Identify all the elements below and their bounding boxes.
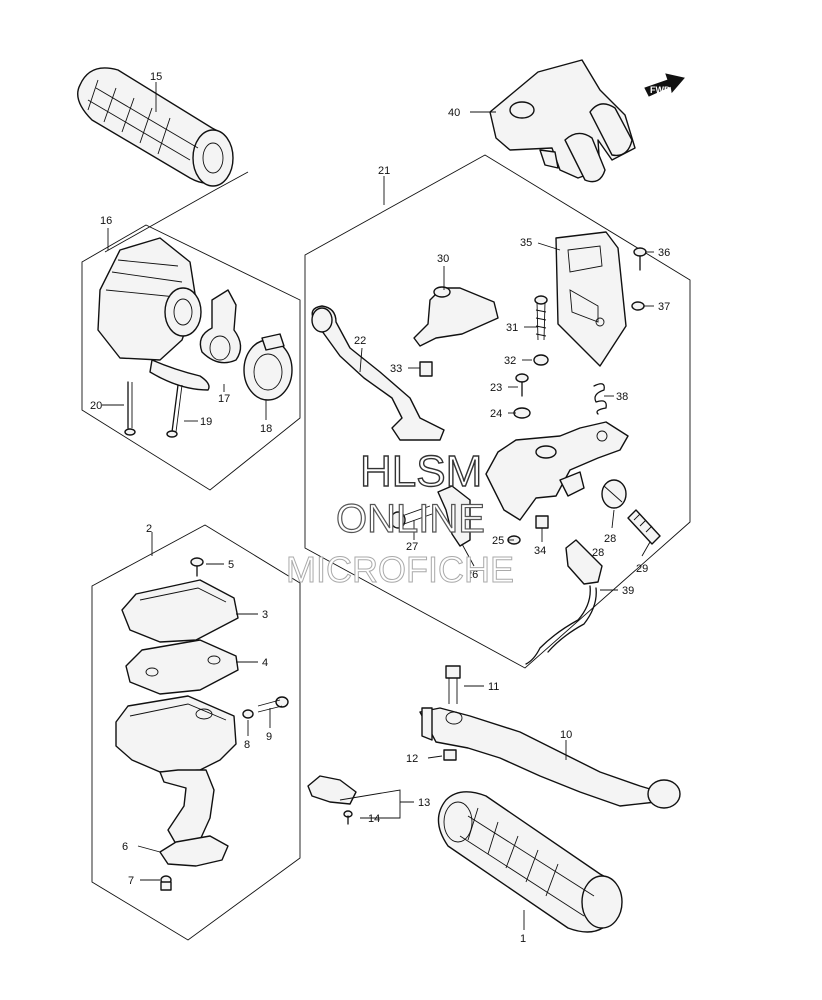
fwd-label: FWD — [650, 85, 671, 95]
lever-holder-part — [485, 421, 629, 521]
callout-30: 30 — [437, 253, 449, 265]
nut-12-part — [443, 749, 457, 761]
group-outline-switch-assembly — [81, 171, 301, 491]
right-grip-part — [437, 791, 623, 933]
bolt-7-part — [160, 875, 172, 891]
callout-2: 2 — [146, 523, 152, 535]
long-screw-20-part — [124, 381, 136, 436]
left-grip-part — [77, 67, 234, 187]
callout-40: 40 — [448, 107, 460, 119]
screw-36-part — [633, 247, 647, 271]
callout-27: 27 — [406, 541, 418, 553]
callout-21: 21 — [378, 165, 390, 177]
callout-12: 12 — [406, 753, 418, 765]
callout-35: 35 — [520, 237, 532, 249]
callout-33: 33 — [390, 363, 402, 375]
callout-37: 37 — [658, 301, 670, 313]
callout-22: 22 — [354, 335, 366, 347]
callout-28-upper: 28 — [604, 533, 616, 545]
callout-17: 17 — [218, 393, 230, 405]
brake-switch-39-part — [525, 539, 603, 665]
clamp-ring-part — [243, 333, 293, 401]
callout-18: 18 — [260, 423, 272, 435]
callout-38: 38 — [616, 391, 628, 403]
screw-5-part — [190, 557, 204, 577]
left-switch-assembly-part — [97, 237, 210, 391]
spring-38-part — [593, 383, 607, 415]
callout-29: 29 — [636, 563, 648, 575]
washer-8-part — [242, 709, 254, 719]
washer-24-part — [513, 407, 531, 419]
callout-8: 8 — [244, 739, 250, 751]
long-screw-19-part — [166, 384, 183, 438]
callout-4: 4 — [262, 657, 268, 669]
brake-lever-part — [311, 305, 445, 441]
master-cylinder-body-part — [115, 695, 237, 845]
callout-36: 36 — [658, 247, 670, 259]
switch-bracket-26-part — [437, 485, 471, 547]
nut-32-part — [533, 354, 549, 366]
clamp-6-part — [159, 835, 229, 867]
callout-1: 1 — [520, 933, 526, 945]
callout-23: 23 — [490, 382, 502, 394]
nut-34-part — [535, 515, 549, 529]
throttle-collar-part — [199, 289, 242, 364]
callout-15: 15 — [150, 71, 162, 83]
callout-24: 24 — [490, 408, 502, 420]
callout-28-lower: 28 — [592, 547, 604, 559]
pivot-pin-23-part — [515, 373, 529, 397]
callout-11: 11 — [488, 681, 499, 693]
diaphragm-plate-4-part — [125, 639, 239, 695]
cable-bracket-part — [413, 286, 499, 347]
cover-plate-part — [555, 231, 627, 367]
callout-3: 3 — [262, 609, 268, 621]
callout-32: 32 — [504, 355, 516, 367]
screw-14-part — [343, 810, 353, 825]
forward-direction-badge: FWD — [644, 73, 685, 97]
callout-13: 13 — [418, 797, 430, 809]
callout-16: 16 — [100, 215, 112, 227]
clutch-switch-13-part — [307, 775, 357, 805]
washer-37-part — [631, 301, 645, 311]
callout-7: 7 — [128, 875, 134, 887]
callout-10: 10 — [560, 729, 572, 741]
callout-14: 14 — [368, 813, 380, 825]
group-outline-master-cylinder — [91, 524, 301, 941]
screw-31-part — [534, 295, 548, 341]
watermark-line-1: HLSM — [360, 447, 482, 496]
callout-25: 25 — [492, 535, 504, 547]
bolt-9-part — [257, 696, 289, 713]
callout-6: 6 — [122, 841, 128, 853]
switch-housing-part — [489, 59, 636, 183]
reservoir-cap-3-part — [121, 579, 239, 643]
callout-31: 31 — [506, 322, 518, 334]
callout-39: 39 — [622, 585, 634, 597]
callout-34: 34 — [534, 545, 546, 557]
clutch-lever-10-part — [419, 707, 681, 809]
callout-5: 5 — [228, 559, 234, 571]
bushing-33-part — [419, 361, 433, 377]
callout-26: 26 — [466, 569, 478, 581]
pivot-bolt-11-part — [445, 665, 461, 704]
callout-9: 9 — [266, 731, 272, 743]
bolt-29-part — [627, 509, 661, 545]
watermark-line-3: MICROFICHE — [286, 549, 514, 590]
callout-20: 20 — [90, 400, 102, 412]
adjuster-28-part — [601, 479, 627, 509]
leader-lines — [102, 82, 654, 930]
watermark-line-2: ONLINE — [336, 497, 485, 541]
screw-27-part — [390, 505, 433, 529]
callout-19: 19 — [200, 416, 212, 428]
watermark: HLSM ONLINE MICROFICHE — [286, 446, 515, 590]
callout-labels: 15 16 17 18 19 20 40 21 30 35 36 37 22 3… — [90, 71, 670, 945]
group-outline-brake-lever-assembly — [304, 154, 691, 669]
